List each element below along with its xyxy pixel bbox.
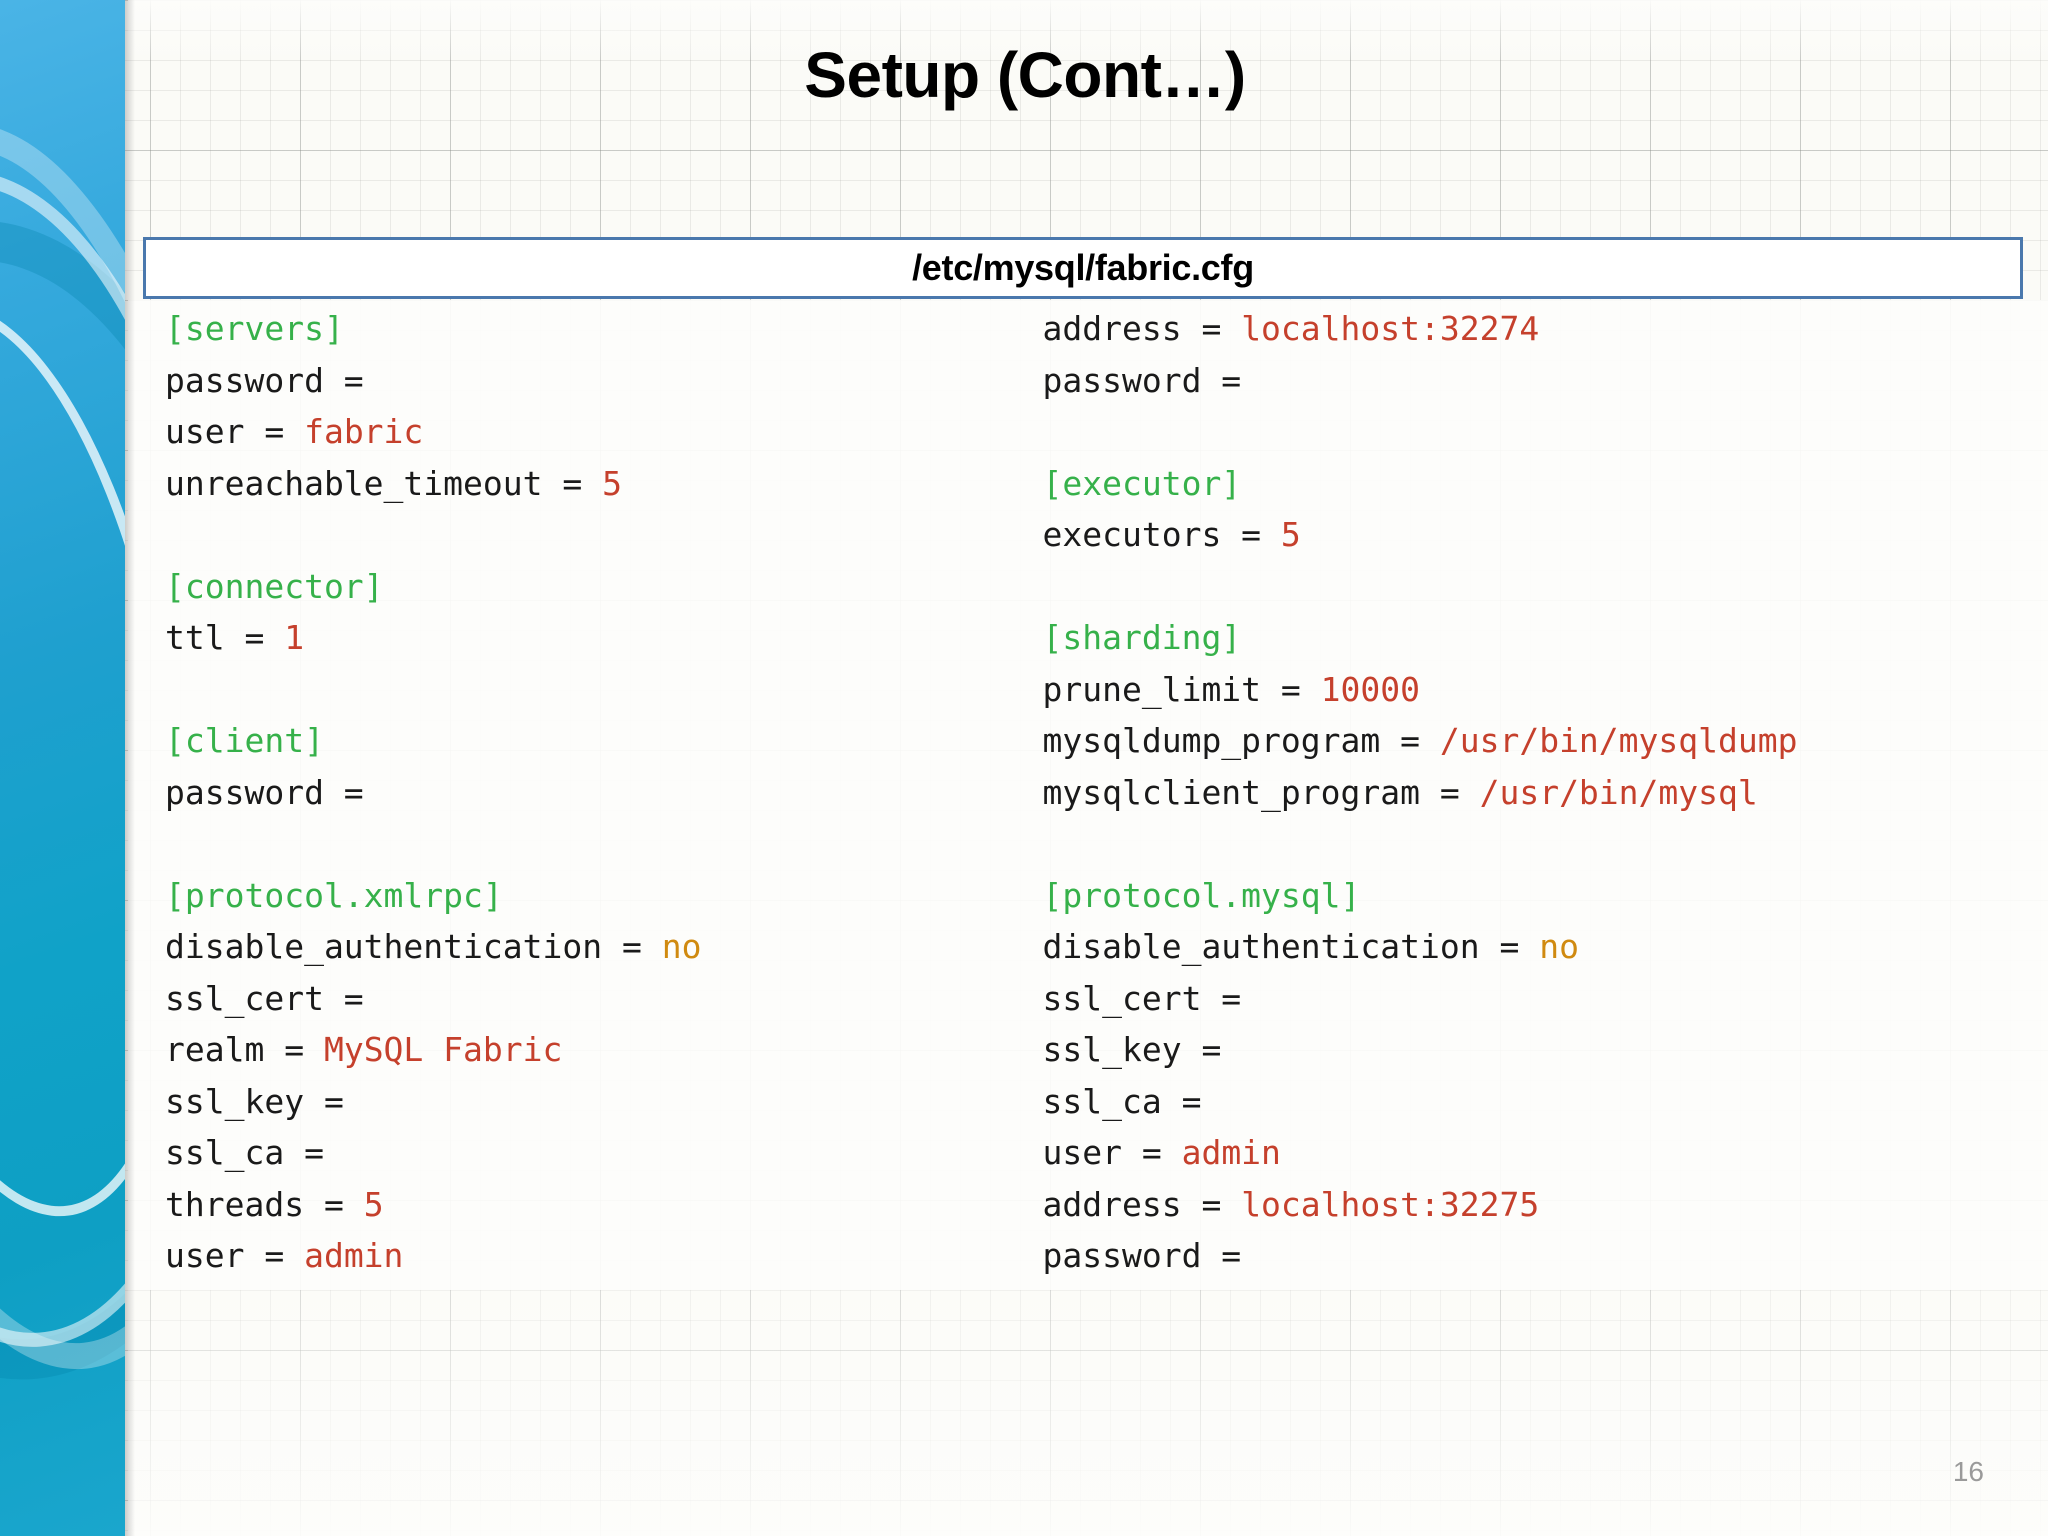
config-key: executors = bbox=[1042, 515, 1281, 554]
config-key: threads = bbox=[165, 1184, 364, 1224]
config-blank-line bbox=[1043, 406, 2039, 458]
config-key: ssl_ca = bbox=[1042, 1081, 1222, 1121]
slide-title: Setup (Cont…) bbox=[804, 39, 1246, 111]
config-key: password = bbox=[1042, 360, 1262, 400]
config-value: 5 bbox=[602, 463, 622, 503]
config-key: user = bbox=[165, 412, 305, 451]
config-value: fabric bbox=[304, 412, 424, 451]
config-value: 5 bbox=[1280, 515, 1301, 554]
config-key-value-line: ssl_ca = bbox=[1043, 1076, 2039, 1128]
section-name: [servers] bbox=[165, 309, 344, 348]
config-key: user = bbox=[165, 1236, 305, 1275]
config-section-header: [connector] bbox=[165, 561, 1023, 613]
config-blank-line bbox=[165, 818, 1023, 870]
config-key-value-line: address = localhost:32274 bbox=[1043, 303, 2039, 355]
config-key-value-line: password = bbox=[1043, 355, 2039, 407]
config-value: admin bbox=[304, 1236, 404, 1275]
config-key: user = bbox=[1042, 1133, 1182, 1172]
config-key-value-line: ssl_cert = bbox=[165, 973, 1023, 1025]
config-value: 5 bbox=[363, 1184, 384, 1224]
decorative-left-band bbox=[0, 0, 125, 1536]
config-key-value-line: disable_authentication = no bbox=[1043, 921, 2039, 973]
config-section-header: [client] bbox=[165, 715, 1023, 767]
config-key: ssl_cert = bbox=[1042, 978, 1262, 1018]
config-key-value-line: user = fabric bbox=[165, 406, 1023, 458]
config-key-value-line: mysqlclient_program = /usr/bin/mysql bbox=[1043, 767, 2039, 819]
config-value: localhost:32275 bbox=[1241, 1184, 1540, 1224]
config-key-value-line: user = admin bbox=[1043, 1127, 2039, 1179]
config-key: ssl_cert = bbox=[165, 978, 384, 1018]
section-name: [protocol.mysql] bbox=[1042, 875, 1361, 915]
config-key: realm = bbox=[165, 1030, 324, 1069]
config-key-value-line: password = bbox=[165, 355, 1023, 407]
sidebar-edge-shadow bbox=[125, 0, 135, 1536]
config-key: address = bbox=[1042, 309, 1242, 348]
section-name: [connector] bbox=[165, 566, 384, 606]
config-value: no bbox=[661, 927, 702, 966]
config-value: localhost:32274 bbox=[1241, 309, 1540, 348]
file-path-header-box: /etc/mysql/fabric.cfg bbox=[143, 237, 2023, 299]
config-value: no bbox=[1539, 927, 1579, 966]
config-key: prune_limit = bbox=[1042, 669, 1321, 709]
config-blank-line bbox=[1043, 561, 2039, 613]
config-key-value-line: unreachable_timeout = 5 bbox=[165, 458, 1023, 510]
config-value: /usr/bin/mysql bbox=[1479, 772, 1758, 812]
config-key-value-line: ssl_key = bbox=[165, 1076, 1023, 1128]
config-value: MySQL Fabric bbox=[323, 1030, 563, 1069]
config-key-value-line: realm = MySQL Fabric bbox=[165, 1024, 1023, 1076]
config-blank-line bbox=[165, 664, 1023, 716]
config-key: ttl = bbox=[165, 618, 285, 657]
file-path-label: /etc/mysql/fabric.cfg bbox=[912, 247, 1254, 288]
config-key-value-line: password = bbox=[165, 767, 1023, 819]
content-background-panel bbox=[128, 300, 2048, 1290]
section-name: [protocol.xmlrpc] bbox=[165, 875, 503, 915]
config-value: admin bbox=[1181, 1133, 1281, 1172]
config-right-column: address = localhost:32274 password = [exe… bbox=[1023, 303, 2039, 1288]
config-key: password = bbox=[1042, 1236, 1262, 1275]
section-name: [executor] bbox=[1042, 463, 1242, 503]
config-key: ssl_ca = bbox=[165, 1133, 344, 1172]
config-key: disable_authentication = bbox=[165, 927, 662, 966]
config-value: 1 bbox=[284, 618, 305, 657]
config-key: address = bbox=[1042, 1184, 1242, 1224]
config-section-header: [executor] bbox=[1043, 458, 2039, 510]
config-key-value-line: threads = 5 bbox=[165, 1179, 1023, 1231]
config-key-value-line: ssl_key = bbox=[1043, 1024, 2039, 1076]
config-key-value-line: disable_authentication = no bbox=[165, 921, 1023, 973]
config-blank-line bbox=[165, 509, 1023, 561]
config-key-value-line: ssl_ca = bbox=[165, 1127, 1023, 1179]
config-key-value-line: ssl_cert = bbox=[1043, 973, 2039, 1025]
config-key: mysqlclient_program = bbox=[1042, 772, 1480, 812]
config-value: 10000 bbox=[1320, 669, 1420, 709]
top-fade-overlay bbox=[128, 0, 2048, 60]
config-key: ssl_key = bbox=[1042, 1030, 1242, 1069]
config-key-value-line: ttl = 1 bbox=[165, 612, 1023, 664]
config-key: password = bbox=[165, 360, 384, 400]
config-key: password = bbox=[165, 772, 384, 812]
config-key-value-line: user = admin bbox=[165, 1230, 1023, 1282]
config-value: /usr/bin/mysqldump bbox=[1439, 721, 1798, 760]
section-name: [client] bbox=[165, 721, 324, 760]
config-key: ssl_key = bbox=[165, 1081, 364, 1121]
config-section-header: [protocol.mysql] bbox=[1043, 870, 2039, 922]
config-section-header: [servers] bbox=[165, 303, 1023, 355]
config-section-header: [protocol.xmlrpc] bbox=[165, 870, 1023, 922]
config-key: unreachable_timeout = bbox=[165, 463, 603, 503]
config-key-value-line: executors = 5 bbox=[1043, 509, 2039, 561]
config-key: mysqldump_program = bbox=[1042, 721, 1440, 760]
config-key-value-line: prune_limit = 10000 bbox=[1043, 664, 2039, 716]
config-blank-line bbox=[1043, 818, 2039, 870]
config-key: disable_authentication = bbox=[1042, 927, 1540, 966]
config-key-value-line: password = bbox=[1043, 1230, 2039, 1282]
config-key-value-line: mysqldump_program = /usr/bin/mysqldump bbox=[1043, 715, 2039, 767]
config-section-header: [sharding] bbox=[1043, 612, 2039, 664]
section-name: [sharding] bbox=[1042, 618, 1242, 657]
bottom-fade-overlay bbox=[128, 1290, 2048, 1536]
page-number: 16 bbox=[1952, 1456, 1984, 1487]
config-key-value-line: address = localhost:32275 bbox=[1043, 1179, 2039, 1231]
